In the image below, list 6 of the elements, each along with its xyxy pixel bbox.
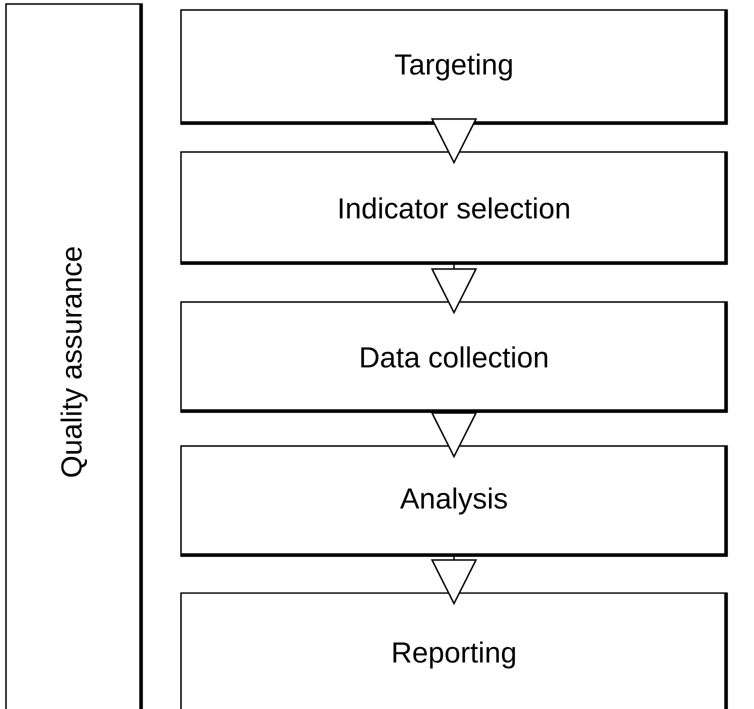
process-box: Data collection	[180, 301, 728, 413]
process-box: Targeting	[180, 9, 728, 125]
process-box: Analysis	[180, 445, 728, 557]
side-band: Quality assurance	[5, 3, 143, 709]
process-box: Reporting	[180, 592, 728, 709]
process-box: Indicator selection	[180, 151, 728, 265]
